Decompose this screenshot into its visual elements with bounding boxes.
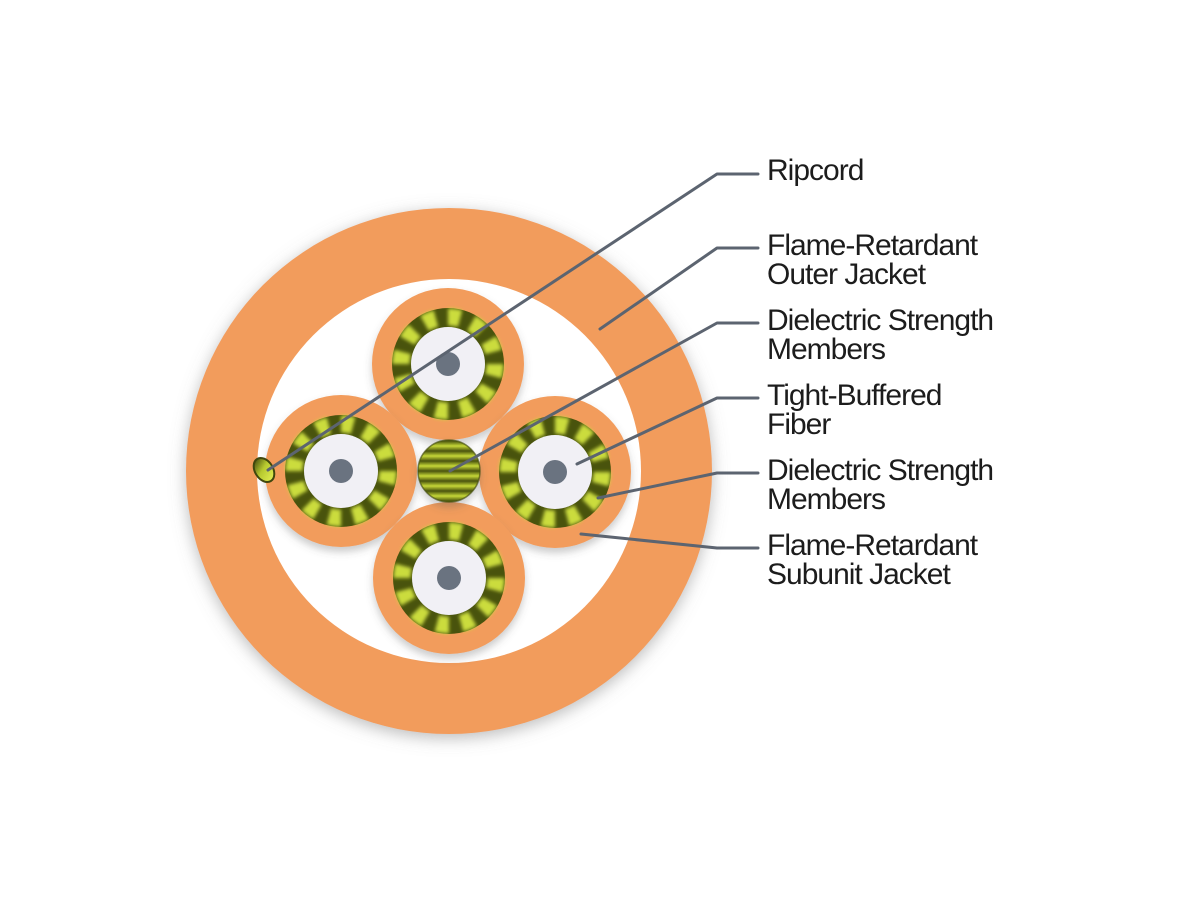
label-ripcord: Ripcord [767, 154, 864, 187]
ripcord-shape [252, 456, 276, 484]
label-tight-buffered-fiber: Tight-Buffered Fiber [767, 379, 942, 441]
central-strength-member-edge [417, 439, 481, 503]
subunit-top [372, 288, 524, 440]
leader-outer-jacket [598, 246, 760, 331]
leader-subunit-strength-members [596, 471, 760, 500]
leader-central-strength-members [448, 321, 760, 473]
label-subunit-jacket: Flame-Retardant Subunit Jacket [767, 529, 978, 591]
label-subunit-strength-members: Dielectric Strength Members [767, 454, 994, 516]
subunit-left [265, 395, 417, 547]
leader-ripcord [266, 172, 760, 472]
label-central-strength-members: Dielectric Strength Members [767, 304, 994, 366]
leader-subunit-jacket [579, 532, 760, 550]
leader-tight-buffered-fiber [575, 396, 760, 466]
leader-lines [266, 172, 760, 550]
subunit-bottom [373, 502, 525, 654]
label-outer-jacket: Flame-Retardant Outer Jacket [767, 229, 978, 291]
